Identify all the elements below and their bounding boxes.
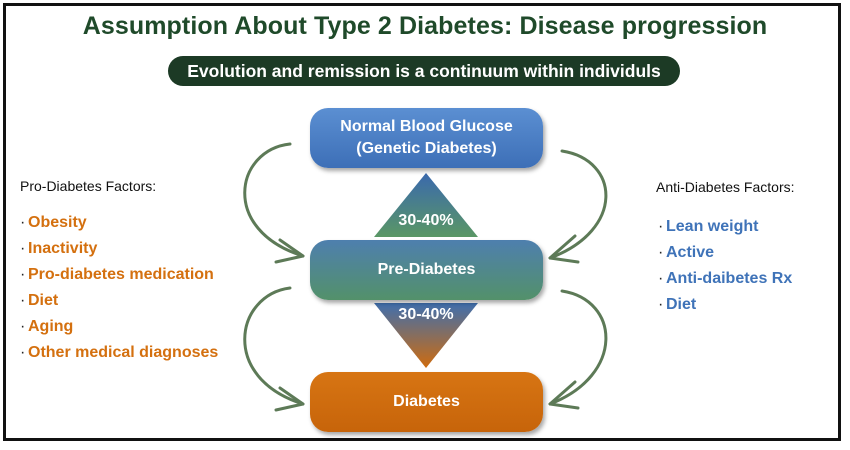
list-item: ·Inactivity bbox=[20, 240, 218, 266]
arrow-right-lower-head bbox=[548, 380, 580, 410]
list-item: ·Active bbox=[658, 244, 792, 270]
bullet-icon: · bbox=[658, 244, 664, 261]
arrow-left-lower-head bbox=[274, 386, 305, 412]
pro-factor-label: Aging bbox=[28, 318, 74, 335]
list-item: ·Aging bbox=[20, 318, 218, 344]
list-item: ·Obesity bbox=[20, 214, 218, 240]
bullet-icon: · bbox=[658, 270, 664, 287]
arrow-left-lower bbox=[243, 286, 305, 406]
subtitle-banner: Evolution and remission is a continuum w… bbox=[168, 56, 680, 86]
transition-pct-normal-to-pre: 30-40% bbox=[398, 212, 454, 229]
transition-pct-pre-to-diabetes: 30-40% bbox=[398, 306, 454, 323]
arrow-right-lower bbox=[548, 289, 608, 406]
bullet-icon: · bbox=[20, 292, 26, 309]
bullet-icon: · bbox=[20, 344, 26, 361]
bullet-icon: · bbox=[20, 266, 26, 283]
stage-normal-line2: (Genetic Diabetes) bbox=[356, 140, 497, 157]
triangle-normal-to-pre bbox=[374, 173, 478, 237]
list-item: ·Anti-daibetes Rx bbox=[658, 270, 792, 296]
bullet-icon: · bbox=[20, 214, 26, 231]
arrow-left-upper-head bbox=[274, 238, 305, 264]
stage-diabetes: Diabetes bbox=[310, 372, 543, 432]
arrow-right-upper-head bbox=[548, 234, 580, 264]
pro-factor-label: Pro-diabetes medication bbox=[28, 266, 214, 283]
anti-factors-heading: Anti-Diabetes Factors: bbox=[656, 179, 795, 195]
list-item: ·Diet bbox=[658, 296, 792, 322]
anti-factor-label: Anti-daibetes Rx bbox=[666, 270, 793, 287]
stage-pre-label: Pre-Diabetes bbox=[377, 261, 476, 278]
anti-factor-label: Lean weight bbox=[666, 218, 759, 235]
bullet-icon: · bbox=[658, 218, 664, 235]
pro-factors-list: ·Obesity ·Inactivity ·Pro-diabetes medic… bbox=[20, 214, 218, 370]
stage-normal-blood-glucose: Normal Blood Glucose (Genetic Diabetes) bbox=[310, 108, 543, 168]
stage-pre-diabetes: Pre-Diabetes bbox=[310, 240, 543, 300]
list-item: ·Other medical diagnoses bbox=[20, 344, 218, 370]
subtitle-text: Evolution and remission is a continuum w… bbox=[187, 60, 661, 81]
arrow-left-upper bbox=[243, 142, 305, 258]
pro-factor-label: Other medical diagnoses bbox=[28, 344, 219, 361]
stage-normal-line1: Normal Blood Glucose bbox=[340, 118, 513, 135]
bullet-icon: · bbox=[658, 296, 664, 313]
anti-factor-label: Diet bbox=[666, 296, 697, 313]
pro-factors-heading: Pro-Diabetes Factors: bbox=[20, 178, 157, 194]
anti-factors-list: ·Lean weight ·Active ·Anti-daibetes Rx ·… bbox=[658, 218, 792, 322]
arrow-right-upper bbox=[548, 149, 608, 260]
list-item: ·Lean weight bbox=[658, 218, 792, 244]
bullet-icon: · bbox=[20, 240, 26, 257]
pro-factor-label: Diet bbox=[28, 292, 59, 309]
anti-factor-label: Active bbox=[666, 244, 715, 261]
stage-diabetes-label: Diabetes bbox=[393, 393, 460, 410]
bullet-icon: · bbox=[20, 318, 26, 335]
diagram-title: Assumption About Type 2 Diabetes: Diseas… bbox=[82, 12, 768, 40]
list-item: ·Diet bbox=[20, 292, 218, 318]
pro-factor-label: Obesity bbox=[28, 214, 87, 231]
list-item: ·Pro-diabetes medication bbox=[20, 266, 218, 292]
pro-factor-label: Inactivity bbox=[28, 240, 98, 257]
triangle-pre-to-diabetes bbox=[374, 303, 478, 368]
